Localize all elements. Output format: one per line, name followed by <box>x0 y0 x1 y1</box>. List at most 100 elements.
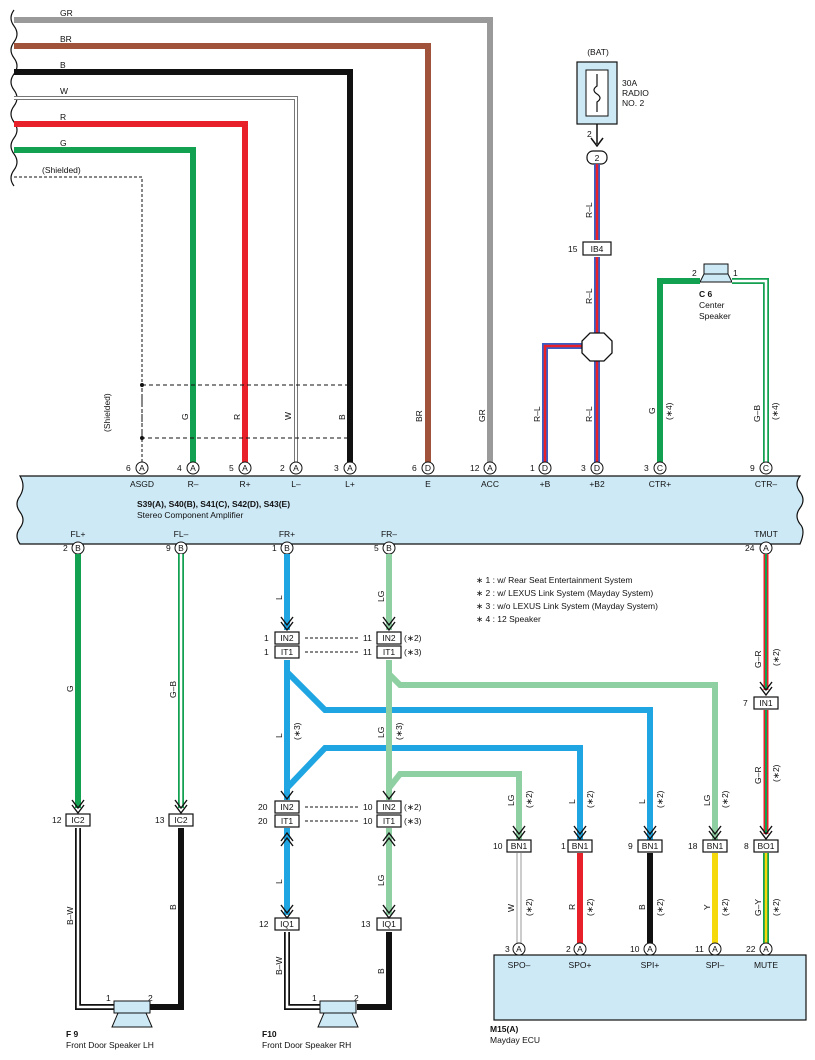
it1-bot-name: IT1 <box>281 816 294 826</box>
label-mid-l: L <box>274 733 284 738</box>
label-rl-4: R–L <box>584 406 594 422</box>
label-fl-gb: G–B <box>168 681 178 698</box>
label-g-vert: G <box>180 413 190 420</box>
ecu-pin5-label: MUTE <box>754 960 778 970</box>
note-3: ∗ 3 : w/o LEXUS Link System (Mayday Syst… <box>476 601 658 611</box>
pin-b2-num: 3 <box>581 463 586 473</box>
bn1-c-name: BN1 <box>642 841 659 851</box>
label-gr-vert: GR <box>477 409 487 422</box>
center-pin-left: 2 <box>692 268 697 278</box>
speaker-rh-name: Front Door Speaker RH <box>262 1040 351 1050</box>
pin-asgd-conn: A <box>139 463 145 473</box>
ecu-pin5-conn: A <box>763 944 769 954</box>
pin-lplus-conn: A <box>347 463 353 473</box>
speaker-rh-pin1: 1 <box>312 993 317 1003</box>
label-tmut-note: (∗2) <box>771 648 781 666</box>
label-low-l: L <box>274 879 284 884</box>
amplifier-code: S39(A), S40(B), S41(C), S42(D), S43(E) <box>137 499 290 509</box>
pin-acc-label: ACC <box>481 479 499 489</box>
wire-w-inner <box>14 97 297 462</box>
it1-bot-note: (∗3) <box>404 816 422 826</box>
pin-lminus-label: L– <box>291 479 301 489</box>
in2-bot-lpin: 20 <box>258 802 268 812</box>
bn1-b-pin: 1 <box>561 841 566 851</box>
wire-l-middle <box>284 660 653 840</box>
bo1-pin: 8 <box>744 841 749 851</box>
chevron-arrows <box>71 616 773 920</box>
pin-frminus-label: FR– <box>381 529 397 539</box>
pin-acc-num: 12 <box>470 463 480 473</box>
ecu-pin1-label: SPO– <box>508 960 531 970</box>
it1-top-name: IT1 <box>281 647 294 657</box>
in2-top-name: IN2 <box>280 633 294 643</box>
pin-flminus-label: FL– <box>174 529 189 539</box>
wire-b-rh <box>357 932 392 1010</box>
label-w-vert: W <box>283 412 293 420</box>
splice-point <box>581 332 613 362</box>
label-fr-lg: LG <box>376 591 386 602</box>
pin-ctrplus-conn: C <box>657 463 663 473</box>
pin-frminus-conn: B <box>386 543 392 553</box>
label-ecu-n2d: (∗2) <box>720 790 730 808</box>
label-n2-r: (∗2) <box>585 898 595 916</box>
iq1-a-pin: 12 <box>259 919 269 929</box>
bn1-b-name: BN1 <box>572 841 589 851</box>
speaker-lh-icon <box>111 1000 153 1028</box>
wire-bw-lh <box>75 828 114 1010</box>
wire-rl-main <box>542 164 600 462</box>
iq1-b-pin: 13 <box>361 919 371 929</box>
label-mid-lg-note: (∗3) <box>394 722 404 740</box>
pin-b-conn: D <box>542 463 548 473</box>
label-g: G <box>60 138 67 148</box>
connector-2-label: 2 <box>595 153 600 163</box>
ecu-pin4-num: 11 <box>695 944 704 954</box>
label-mid-l-note: (∗3) <box>292 722 302 740</box>
label-ecu-l2: L <box>637 799 647 804</box>
pin-e-num: 6 <box>412 463 417 473</box>
speaker-rh-code: F10 <box>262 1029 277 1039</box>
wire-gr <box>14 17 493 462</box>
amplifier-name: Stereo Component Amplifier <box>137 510 243 520</box>
pin-rminus-label: R– <box>188 479 199 489</box>
label-gb-ctr: G–B <box>752 405 762 422</box>
pin-ctrplus-num: 3 <box>644 463 649 473</box>
note-1: ∗ 1 : w/ Rear Seat Entertainment System <box>476 575 632 585</box>
pin-tmut-num: 24 <box>745 543 755 553</box>
fuse-pin: 2 <box>587 129 592 139</box>
label-bw1: B–W <box>65 907 75 925</box>
label-rl-2: R–L <box>584 288 594 304</box>
pin-asgd-num: 6 <box>126 463 131 473</box>
fuse-rating: 30A <box>622 78 637 88</box>
label-tmut-note2: (∗2) <box>771 764 781 782</box>
bn1-a-name: BN1 <box>511 841 528 851</box>
pin-b2-conn: D <box>594 463 600 473</box>
pin-rminus-num: 4 <box>177 463 182 473</box>
connector-in1 <box>753 696 779 710</box>
label-fr-l: L <box>274 595 284 600</box>
wire-r <box>14 121 248 462</box>
center-pin-right: 1 <box>733 268 738 278</box>
it1-bot-rpin: 10 <box>363 816 373 826</box>
connector-ib4 <box>582 241 612 256</box>
wire-br <box>14 43 431 462</box>
amp-bottom-pins <box>71 541 773 555</box>
amplifier-box <box>16 475 804 545</box>
center-code: C 6 <box>699 289 713 299</box>
label-n2-b: (∗2) <box>655 898 665 916</box>
label-ecu-b: B <box>637 904 647 910</box>
ecu-pin1-num: 3 <box>505 944 510 954</box>
pin-flminus-num: 9 <box>166 543 171 553</box>
label-mid-lg: LG <box>376 727 386 738</box>
speaker-lh-name: Front Door Speaker LH <box>66 1040 154 1050</box>
speaker-rh-icon <box>317 1000 359 1028</box>
label-ecu-n2b: (∗2) <box>585 790 595 808</box>
label-w: W <box>60 86 68 96</box>
ecu-pin5-num: 22 <box>746 944 756 954</box>
wire-lg-middle <box>386 660 718 840</box>
label-ecu-l1: L <box>567 799 577 804</box>
in2-bot-name: IN2 <box>280 802 294 812</box>
ecu-pin3-conn: A <box>647 944 653 954</box>
pin-b-num: 1 <box>530 463 535 473</box>
label-low-lg: LG <box>376 875 386 886</box>
